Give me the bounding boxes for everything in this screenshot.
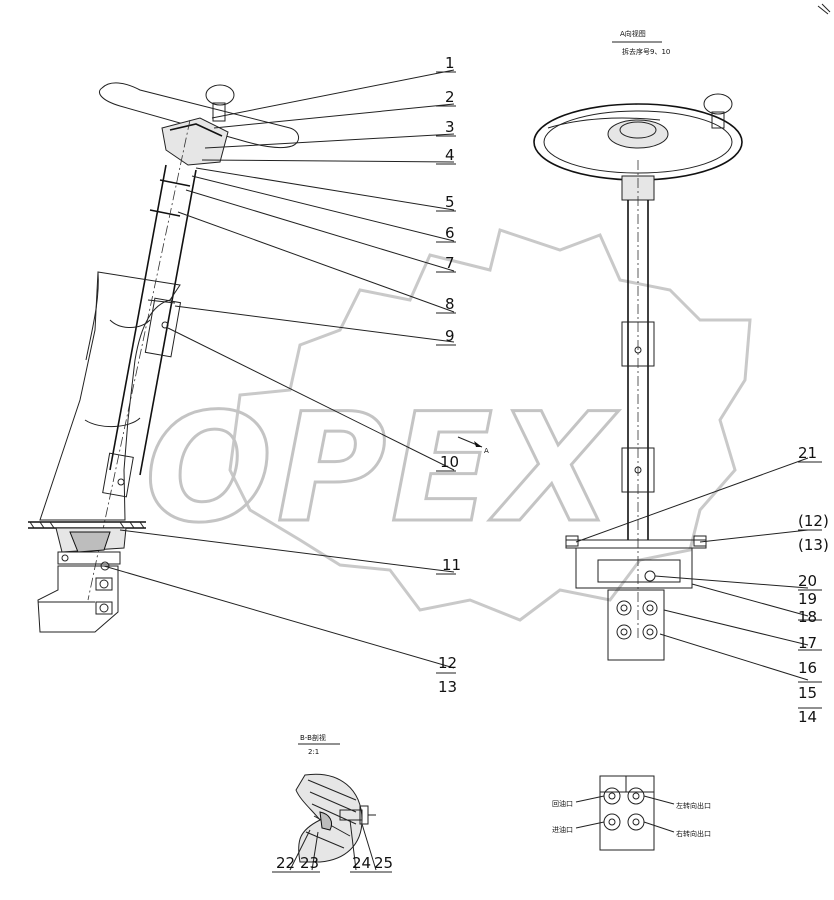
callout-14: 14 bbox=[798, 708, 817, 726]
port-left-turn-outlet: 左转向出口 bbox=[676, 801, 711, 810]
column-bracket bbox=[144, 297, 182, 358]
column-centerline bbox=[87, 119, 191, 601]
callout-13-ref: (13) bbox=[798, 536, 829, 554]
steering-control-unit-front bbox=[607, 589, 665, 661]
callout-11: 11 bbox=[442, 556, 461, 574]
side-view: A bbox=[28, 82, 489, 633]
view-a-marker-label: A bbox=[484, 447, 489, 455]
steering-control-unit-side bbox=[37, 565, 119, 633]
section-bb-title: B-B剖视 bbox=[300, 733, 326, 742]
view-a-marker: A bbox=[457, 436, 489, 455]
callouts-section: 22 23 24 25 bbox=[276, 854, 393, 872]
section-bb: B-B剖视 2:1 bbox=[272, 733, 392, 873]
callout-4: 4 bbox=[445, 146, 455, 164]
callout-7: 7 bbox=[445, 254, 455, 272]
watermark: OPEX bbox=[144, 228, 752, 622]
section-bb-scale: 2:1 bbox=[308, 748, 319, 756]
callout-20: 20 bbox=[798, 572, 817, 590]
callout-10: 10 bbox=[440, 453, 459, 471]
callout-23: 23 bbox=[300, 854, 319, 872]
wheel-hub-side bbox=[161, 117, 229, 166]
callout-15: 15 bbox=[798, 684, 817, 702]
callout-22: 22 bbox=[276, 854, 295, 872]
callout-2: 2 bbox=[445, 88, 455, 106]
wheel-knob-side bbox=[205, 84, 235, 122]
callouts-right: 21 (12) (13) 20 19 18 17 16 15 14 bbox=[798, 444, 829, 726]
watermark-gear-outline bbox=[228, 228, 752, 622]
corner-mark bbox=[817, 3, 831, 15]
callout-16: 16 bbox=[798, 659, 817, 677]
floor-plate bbox=[28, 521, 146, 529]
callout-21: 21 bbox=[798, 444, 817, 462]
lower-adaptor bbox=[57, 551, 121, 565]
callout-5: 5 bbox=[445, 193, 455, 211]
leader-lines-left bbox=[103, 69, 456, 674]
callout-8: 8 bbox=[445, 295, 455, 313]
watermark-text: OPEX bbox=[145, 382, 619, 556]
callout-17: 17 bbox=[798, 634, 817, 652]
view-a: A向视图 拆去序号9、10 bbox=[533, 29, 743, 661]
callout-19: 19 bbox=[798, 590, 817, 608]
steering-wheel-side bbox=[98, 82, 299, 149]
view-a-subtitle: 拆去序号9、10 bbox=[622, 47, 670, 56]
callouts-left: 1 2 3 4 5 6 7 8 9 10 11 12 13 bbox=[438, 54, 461, 696]
column-tube bbox=[87, 119, 197, 601]
callout-13: 13 bbox=[438, 678, 457, 696]
callout-12: 12 bbox=[438, 654, 457, 672]
callout-6: 6 bbox=[445, 224, 455, 242]
port-inlet: 进油口 bbox=[552, 825, 573, 834]
section-bb-bolt bbox=[339, 809, 363, 821]
port-view-body bbox=[599, 775, 655, 851]
wheel-knob-front bbox=[703, 93, 733, 115]
view-a-title: A向视图 bbox=[620, 29, 646, 38]
port-return: 回油口 bbox=[552, 799, 573, 808]
wheel-hub-front bbox=[607, 119, 669, 149]
callout-24: 24 bbox=[352, 854, 371, 872]
callout-25: 25 bbox=[374, 854, 393, 872]
column-cover bbox=[39, 271, 181, 521]
port-view: 回油口 进油口 左转向出口 右转向出口 bbox=[552, 775, 711, 851]
callout-9: 9 bbox=[445, 327, 455, 345]
callout-12-ref: (12) bbox=[798, 512, 829, 530]
callout-1: 1 bbox=[445, 54, 455, 72]
port-right-turn-outlet: 右转向出口 bbox=[676, 829, 711, 838]
leader-lines-right bbox=[575, 457, 822, 709]
callout-18: 18 bbox=[798, 608, 817, 626]
callout-3: 3 bbox=[445, 118, 455, 136]
